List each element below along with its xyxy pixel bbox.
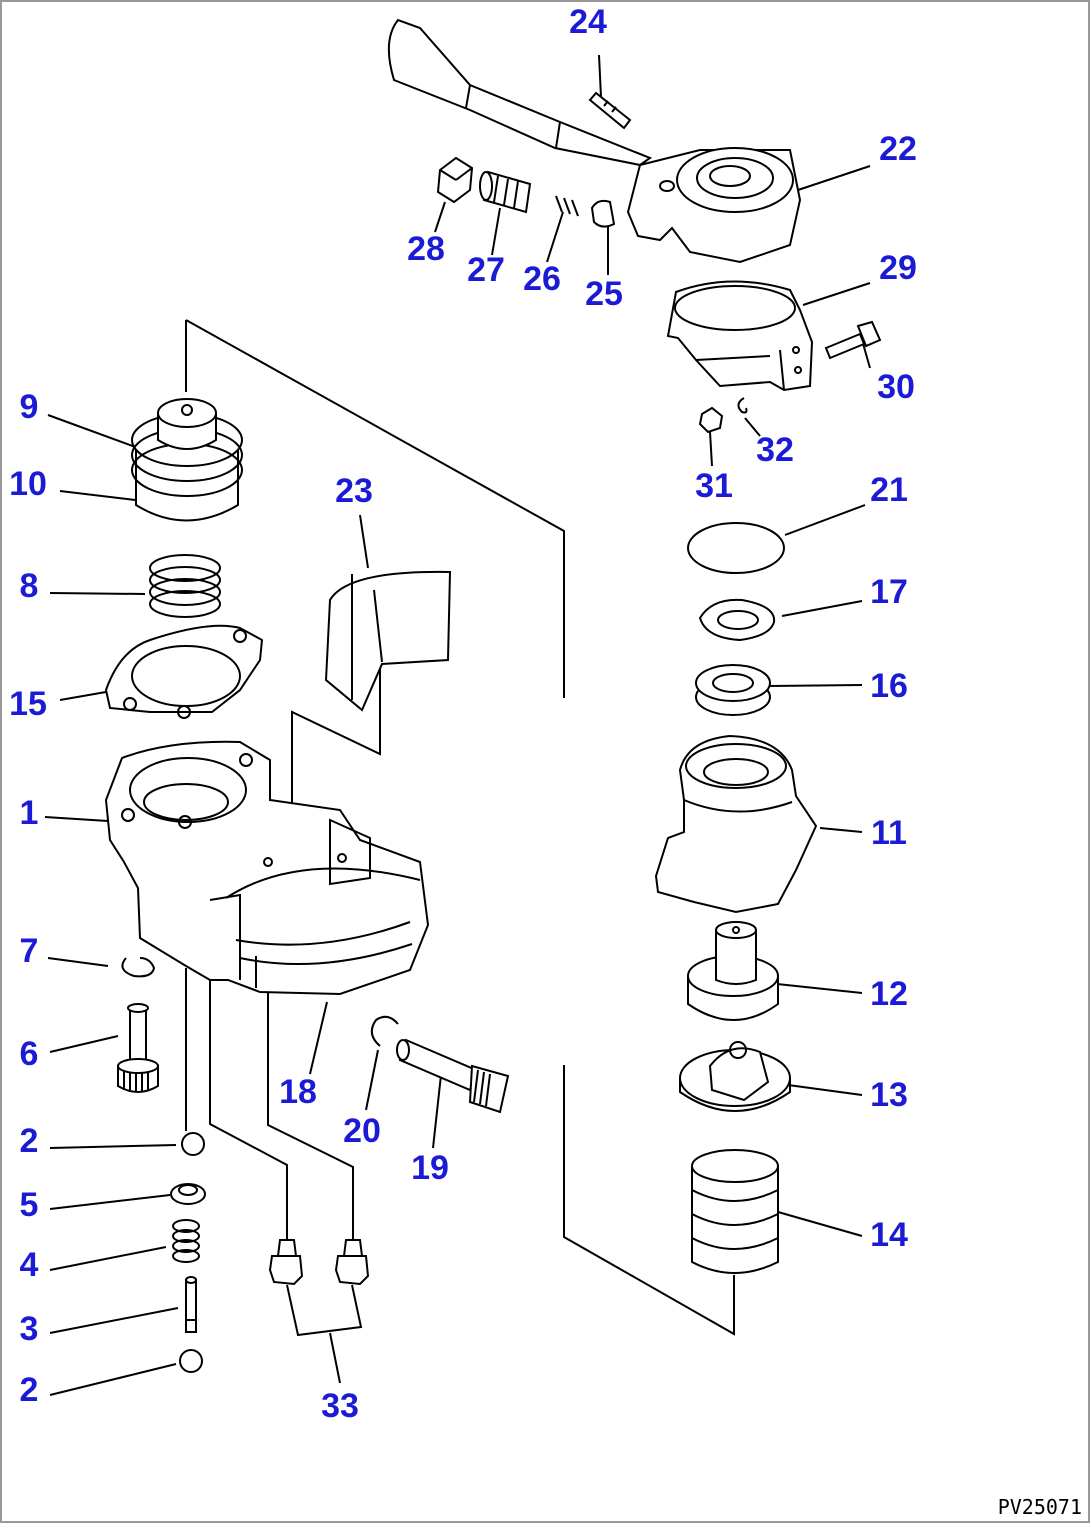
part-28-nut	[436, 156, 474, 204]
callout-14: 14	[870, 1216, 908, 1254]
part-2-ball	[181, 1132, 205, 1156]
callout-7: 7	[20, 932, 39, 970]
part-21-o-ring	[687, 522, 785, 574]
callout-2: 2	[20, 1122, 39, 1160]
part-1-body	[104, 740, 430, 996]
part-13-plate	[679, 1041, 791, 1112]
callout-31: 31	[695, 467, 733, 505]
callout-6: 6	[20, 1035, 39, 1073]
callout-22: 22	[879, 130, 917, 168]
part-6-pinion	[117, 1003, 159, 1093]
callout-25: 25	[585, 275, 623, 313]
part-30-bolt	[824, 320, 882, 360]
part-33-grease-fitting-left	[268, 1239, 304, 1286]
callout-30: 30	[877, 368, 915, 406]
part-27-sleeve	[479, 170, 532, 214]
part-23-cover	[324, 570, 452, 712]
callout-19: 19	[411, 1149, 449, 1187]
callout-20: 20	[343, 1112, 381, 1150]
part-8-spring	[149, 554, 221, 618]
part-25-pin	[590, 199, 616, 228]
part-5-seat	[170, 1183, 206, 1205]
part-26-spring	[555, 195, 579, 217]
part-12-shaft	[687, 921, 779, 1021]
callout-12: 12	[870, 975, 908, 1013]
part-15-gasket	[104, 624, 264, 719]
callout-21: 21	[870, 471, 908, 509]
callout-26: 26	[523, 260, 561, 298]
callout-11: 11	[871, 814, 907, 852]
callout-10: 10	[9, 465, 47, 503]
part-3-pin	[185, 1276, 197, 1333]
callout-32: 32	[756, 431, 794, 469]
leader-lines	[44, 54, 871, 1396]
part-14-bellows	[691, 1149, 779, 1274]
part-2-ball-lower	[179, 1349, 203, 1373]
part-9-cap	[131, 398, 243, 522]
callout-5: 5	[20, 1186, 39, 1224]
callout-labels: 24 22 28 27 26 25 29 30 9 10 32 31 21 23…	[9, 3, 917, 1425]
part-7-snap-ring	[121, 957, 156, 978]
callout-28: 28	[407, 230, 445, 268]
callout-18: 18	[279, 1073, 317, 1111]
callout-4: 4	[20, 1246, 39, 1284]
assembly-guide-lines	[185, 319, 735, 1336]
part-16-nut	[695, 664, 771, 716]
callout-16: 16	[870, 667, 908, 705]
callout-24: 24	[569, 3, 607, 41]
part-4-spring	[172, 1219, 200, 1263]
callout-17: 17	[870, 573, 908, 611]
part-32-washer	[737, 397, 748, 414]
callout-8: 8	[20, 567, 39, 605]
callout-9: 9	[20, 388, 39, 426]
callout-15: 15	[9, 685, 47, 723]
part-31-nut	[698, 406, 724, 434]
callout-2-lower: 2	[20, 1371, 39, 1409]
callout-29: 29	[879, 249, 917, 287]
drawing-reference-number: PV25071	[998, 1495, 1082, 1519]
callout-1: 1	[20, 794, 39, 832]
callout-33: 33	[321, 1387, 359, 1425]
callout-23: 23	[335, 472, 373, 510]
part-19-pinion-shaft	[396, 1038, 510, 1114]
callout-3: 3	[20, 1310, 39, 1348]
part-17-washer	[698, 598, 776, 642]
part-24-screw	[588, 91, 632, 130]
part-22-lever	[387, 18, 802, 264]
part-11-housing	[654, 734, 818, 914]
callout-27: 27	[467, 251, 505, 289]
callout-13: 13	[870, 1076, 908, 1114]
part-20-snap-ring	[370, 1015, 399, 1047]
part-29-bracket	[666, 280, 814, 392]
part-33-grease-fitting-right	[334, 1239, 370, 1286]
